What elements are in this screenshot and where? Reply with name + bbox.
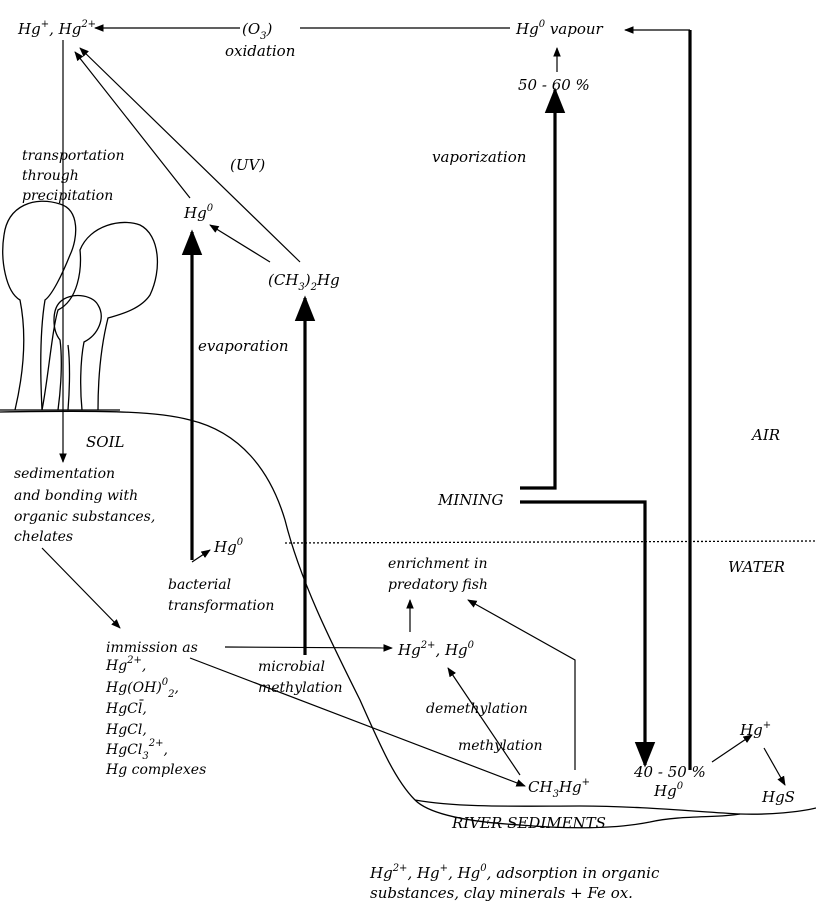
ozone-label: (O3) [242, 20, 273, 42]
percent-50-60-label: 50 - 60 % [518, 76, 590, 94]
air-label: AIR [750, 426, 780, 444]
enrichment-label-2: predatory fish [388, 577, 488, 593]
sedimentation-label-2: and bonding with [14, 488, 138, 504]
footer-line-2: substances, clay minerals + Fe ox. [370, 884, 633, 902]
microbial-label-2: methylation [258, 680, 343, 696]
thin-flow-arrows [41, 24, 786, 787]
river-bed-line [414, 799, 816, 815]
hg0-vapour-label: Hg0 vapour [515, 19, 604, 38]
bacterial-label-1: bacterial [168, 577, 231, 593]
sedimentation-label-3: organic substances, [14, 509, 155, 525]
water-surface-line [284, 540, 816, 544]
immission-hgcl-minus-label: HgCl̄, [105, 699, 147, 717]
immission-hg2-label: Hg2+, [105, 655, 146, 674]
bacterial-label-2: transformation [168, 598, 274, 614]
demethylation-label: demethylation [426, 701, 528, 717]
sedimentation-label-4: chelates [14, 529, 73, 545]
hgs-label: HgS [761, 788, 795, 806]
transportation-label-2: through [22, 168, 79, 184]
river-sediments-label: RIVER SEDIMENTS [451, 814, 606, 832]
hg0-bacterial-label: Hg0 [213, 537, 244, 556]
diagram-labels: Hg+, Hg2+ (O3) oxidation Hg0 vapour 50 -… [14, 19, 795, 902]
methylation-label: methylation [458, 738, 543, 754]
uv-label: (UV) [230, 156, 265, 174]
sedimentation-label-1: sedimentation [14, 466, 115, 482]
percent-40-50-label: 40 - 50 % [633, 763, 706, 781]
soil-surface-line [0, 410, 416, 801]
hg0-upper-label: Hg0 [183, 203, 214, 222]
river-sediment-outline [414, 799, 741, 829]
transportation-label-1: transportation [22, 148, 124, 164]
transportation-label-3: precipitation [22, 188, 113, 204]
vaporization-label: vaporization [432, 148, 526, 166]
immission-label: immission as [106, 640, 198, 656]
thick-flow-arrows [181, 30, 692, 770]
mining-label: MINING [437, 491, 503, 509]
immission-hgcl-label: HgCl, [105, 722, 147, 738]
immission-hgoh-label: Hg(OH)02, [105, 677, 179, 700]
hg2-hg0-mid-label: Hg2+, Hg0 [397, 640, 475, 659]
hg-ions-top-label: Hg+, Hg2+ [17, 19, 96, 38]
immission-hgcl3-label: HgCl32+, [105, 738, 168, 762]
footer-line-1: Hg2+, Hg+, Hg0, adsorption in organic [369, 863, 660, 882]
evaporation-label: evaporation [198, 337, 289, 355]
methylmercury-label: CH3Hg+ [528, 777, 590, 800]
enrichment-label-1: enrichment in [388, 556, 487, 572]
immission-complexes-label: Hg complexes [105, 762, 206, 778]
trees-illustration [0, 200, 159, 411]
microbial-label-1: microbial [258, 659, 325, 675]
dimethylmercury-label: (CH3)2Hg [268, 271, 340, 293]
hg0-lower-label: Hg0 [653, 781, 684, 800]
oxidation-label: oxidation [225, 42, 295, 60]
hg-plus-right-label: Hg+ [739, 720, 771, 739]
water-label: WATER [728, 558, 785, 576]
soil-label: SOIL [86, 433, 124, 451]
